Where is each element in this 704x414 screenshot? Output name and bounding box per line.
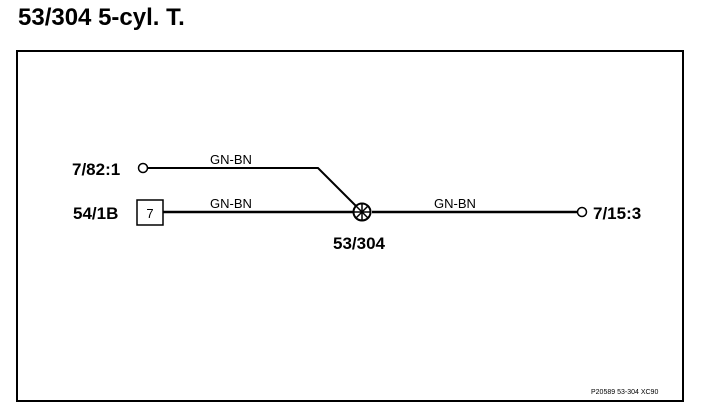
- reference-code: P20589 53-304 XC90: [591, 389, 658, 396]
- splice-icon: [352, 202, 372, 222]
- wire-top: [148, 167, 357, 207]
- wire-color-bottom-left: GN-BN: [210, 196, 252, 211]
- connector-pin-label: 7: [146, 206, 153, 221]
- terminal-top-left: [137, 162, 149, 174]
- connector-label-right: 7/15:3: [593, 204, 641, 223]
- diagram-frame: [16, 50, 684, 402]
- connector-label-top-left: 7/82:1: [72, 160, 120, 179]
- wire-color-right: GN-BN: [434, 196, 476, 211]
- page-title: 53/304 5-cyl. T.: [18, 4, 185, 31]
- wire-color-top: GN-BN: [210, 152, 252, 167]
- terminal-right: [576, 206, 588, 218]
- connector-label-bottom-left: 54/1B: [73, 204, 118, 223]
- connector-box: [136, 199, 164, 226]
- splice-label: 53/304: [333, 234, 386, 253]
